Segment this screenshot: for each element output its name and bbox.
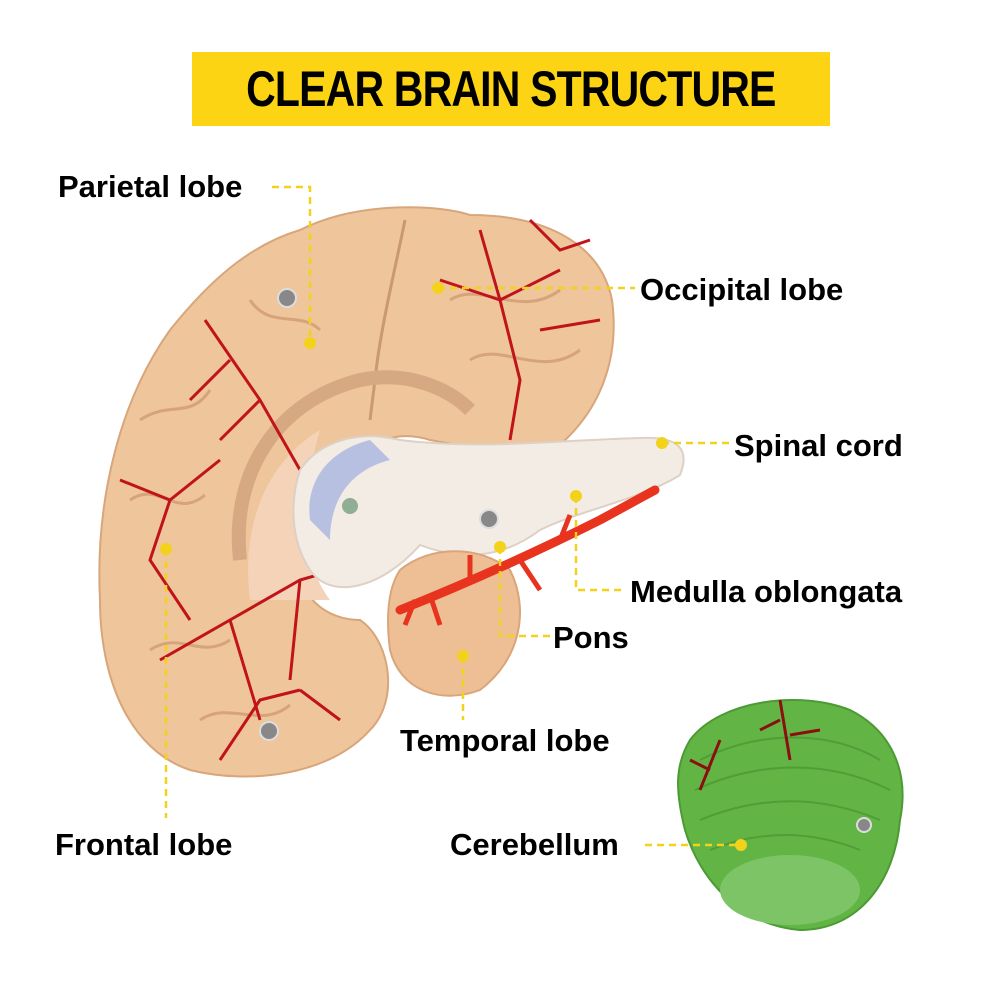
title-banner: CLEAR BRAIN STRUCTURE <box>192 52 830 126</box>
leader-pons <box>498 547 550 638</box>
label-occipital-lobe: Occipital lobe <box>640 272 844 307</box>
label-spinal-cord: Spinal cord <box>734 428 903 463</box>
leader-dots <box>160 282 747 851</box>
mounting-pegs <box>259 288 499 741</box>
label-parietal-lobe: Parietal lobe <box>58 169 243 204</box>
dot-pons <box>494 541 506 553</box>
basilar-artery <box>395 485 660 615</box>
ventricle <box>309 440 390 540</box>
corpus-callosum-curve <box>231 370 475 561</box>
artery-branches <box>402 514 573 626</box>
thalamus-marker <box>342 498 358 514</box>
dot-cerebellum <box>735 839 747 851</box>
leader-lines <box>164 185 741 847</box>
cerebrum <box>98 206 615 778</box>
label-temporal-lobe: Temporal lobe <box>400 723 610 758</box>
cerebellum-model <box>677 699 904 932</box>
leader-medulla <box>574 496 625 592</box>
title-text: CLEAR BRAIN STRUCTURE <box>246 61 776 117</box>
dot-temporal <box>457 650 469 662</box>
label-medulla-oblongata: Medulla oblongata <box>630 574 903 609</box>
leader-parietal <box>272 185 312 343</box>
label-cerebellum: Cerebellum <box>450 827 619 862</box>
label-frontal-lobe: Frontal lobe <box>55 827 233 862</box>
dot-medulla <box>570 490 582 502</box>
dot-frontal <box>160 543 172 555</box>
dot-parietal <box>304 337 316 349</box>
dot-spinal <box>656 437 668 449</box>
blood-vessels <box>119 218 601 761</box>
label-pons: Pons <box>553 620 629 655</box>
dot-occipital <box>432 282 444 294</box>
temporal-lobe <box>387 550 521 697</box>
